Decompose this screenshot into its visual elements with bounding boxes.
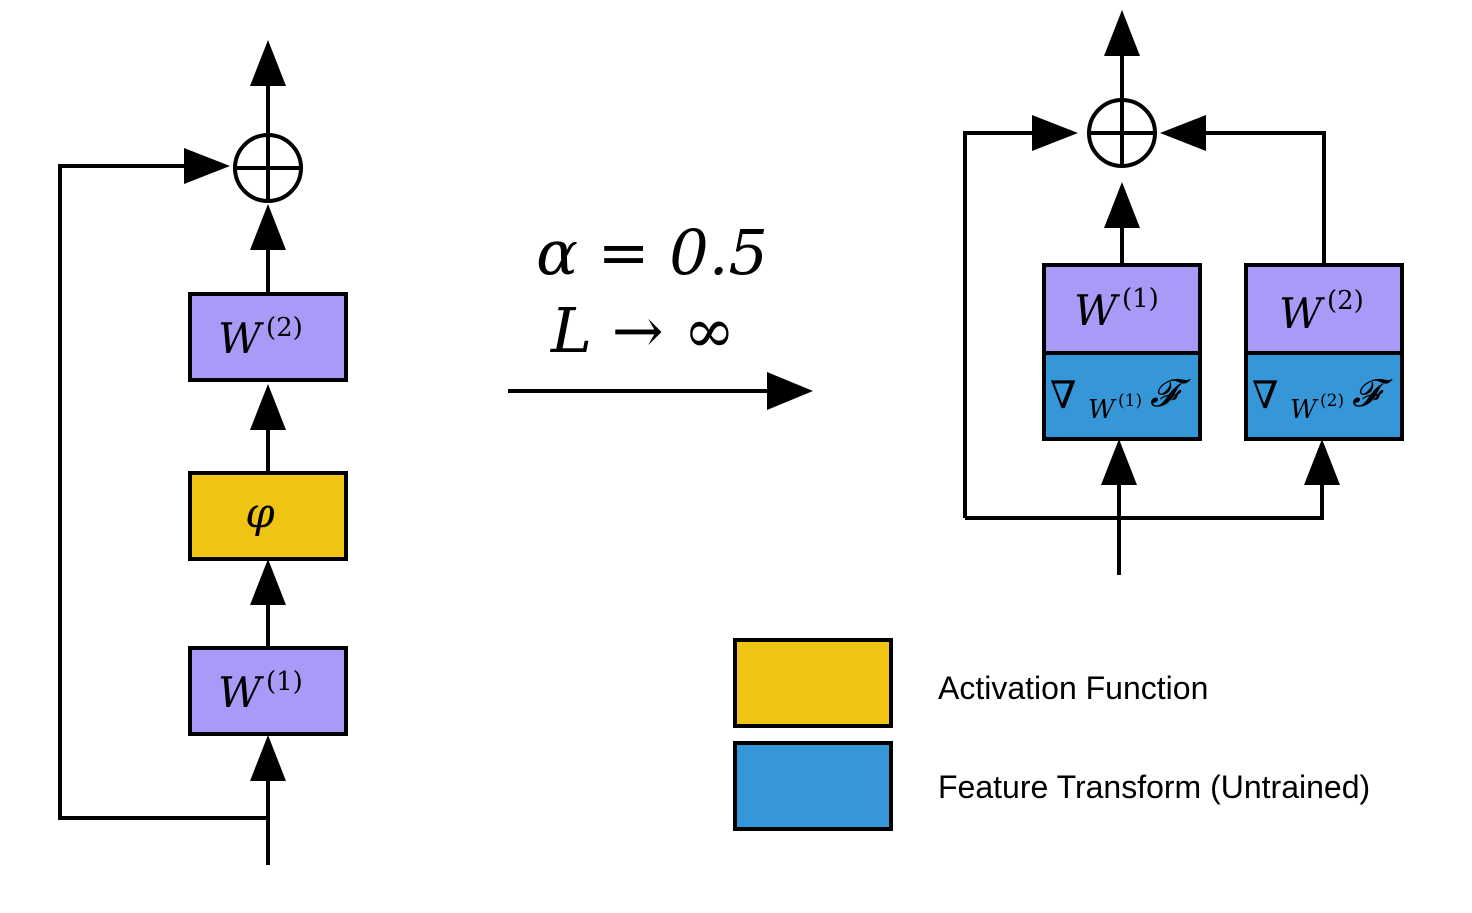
right-parallel-block: W (1) ∇ W (1) 𝓕 W (2) ∇ W (2) 𝓕 bbox=[963, 10, 1404, 575]
left-w1-superscript: (1) bbox=[266, 667, 303, 697]
left-residual-block: W (1) φ W (2) bbox=[58, 40, 348, 865]
right-skip-arrowhead bbox=[1032, 115, 1078, 151]
legend: Activation Function Feature Transform (U… bbox=[733, 638, 1370, 831]
left-phi-to-w2-arrowhead bbox=[250, 384, 286, 430]
transition: α = 0.5 L → ∞ bbox=[508, 216, 813, 410]
left-w1-base: W bbox=[218, 668, 265, 717]
right-skip-connection bbox=[963, 131, 1040, 518]
left-output-arrowhead bbox=[250, 40, 286, 86]
right-bottom-bus bbox=[965, 470, 1324, 520]
right-branch2-to-sum-arrowhead bbox=[1160, 115, 1206, 151]
left-w2-to-sum-arrowhead bbox=[250, 204, 286, 250]
right-output-arrowhead bbox=[1104, 10, 1140, 56]
legend-swatch-activation bbox=[733, 638, 893, 728]
left-input-arrowhead bbox=[250, 735, 286, 781]
transition-limit-condition: L → ∞ bbox=[550, 294, 735, 367]
right-input-arrowhead-1 bbox=[1101, 439, 1137, 485]
legend-label-feature: Feature Transform (Untrained) bbox=[938, 769, 1370, 805]
right-w2-base: W bbox=[1279, 289, 1326, 338]
right-sum-node bbox=[1087, 98, 1157, 168]
right-branch1-to-sum-arrowhead bbox=[1104, 182, 1140, 228]
left-w1-to-phi-arrowhead bbox=[250, 559, 286, 605]
right-input-arrowhead-2 bbox=[1304, 439, 1340, 485]
transition-arrowhead bbox=[767, 372, 813, 410]
left-w2-base: W bbox=[218, 314, 265, 363]
left-w1-box bbox=[188, 646, 348, 736]
left-w2-superscript: (2) bbox=[266, 313, 303, 343]
right-grad1-box bbox=[1042, 351, 1202, 441]
left-skip-connection bbox=[58, 164, 268, 820]
right-branch2-to-sum-line bbox=[1200, 131, 1326, 263]
left-sum-node bbox=[233, 133, 303, 203]
right-w1-superscript: (1) bbox=[1122, 284, 1159, 314]
legend-label-activation: Activation Function bbox=[938, 670, 1208, 706]
right-grad2-sub-sup: (2) bbox=[1320, 391, 1344, 411]
transition-alpha-condition: α = 0.5 bbox=[536, 216, 768, 289]
right-grad2-sub-base: W bbox=[1290, 395, 1319, 425]
right-grad1-sub-base: W bbox=[1088, 395, 1117, 425]
right-grad1-nabla: ∇ bbox=[1050, 373, 1077, 417]
right-w1-base: W bbox=[1074, 286, 1121, 335]
left-activation-symbol: φ bbox=[245, 488, 275, 537]
legend-swatch-feature bbox=[733, 741, 893, 831]
right-grad2-box bbox=[1244, 351, 1404, 441]
right-w2-box bbox=[1244, 263, 1404, 355]
left-activation-box bbox=[188, 471, 348, 561]
right-grad1-sub-sup: (1) bbox=[1118, 391, 1142, 411]
right-grad2-nabla: ∇ bbox=[1252, 373, 1279, 417]
left-skip-arrowhead bbox=[184, 148, 230, 184]
right-w2-superscript: (2) bbox=[1327, 286, 1364, 316]
left-w2-box bbox=[188, 292, 348, 382]
